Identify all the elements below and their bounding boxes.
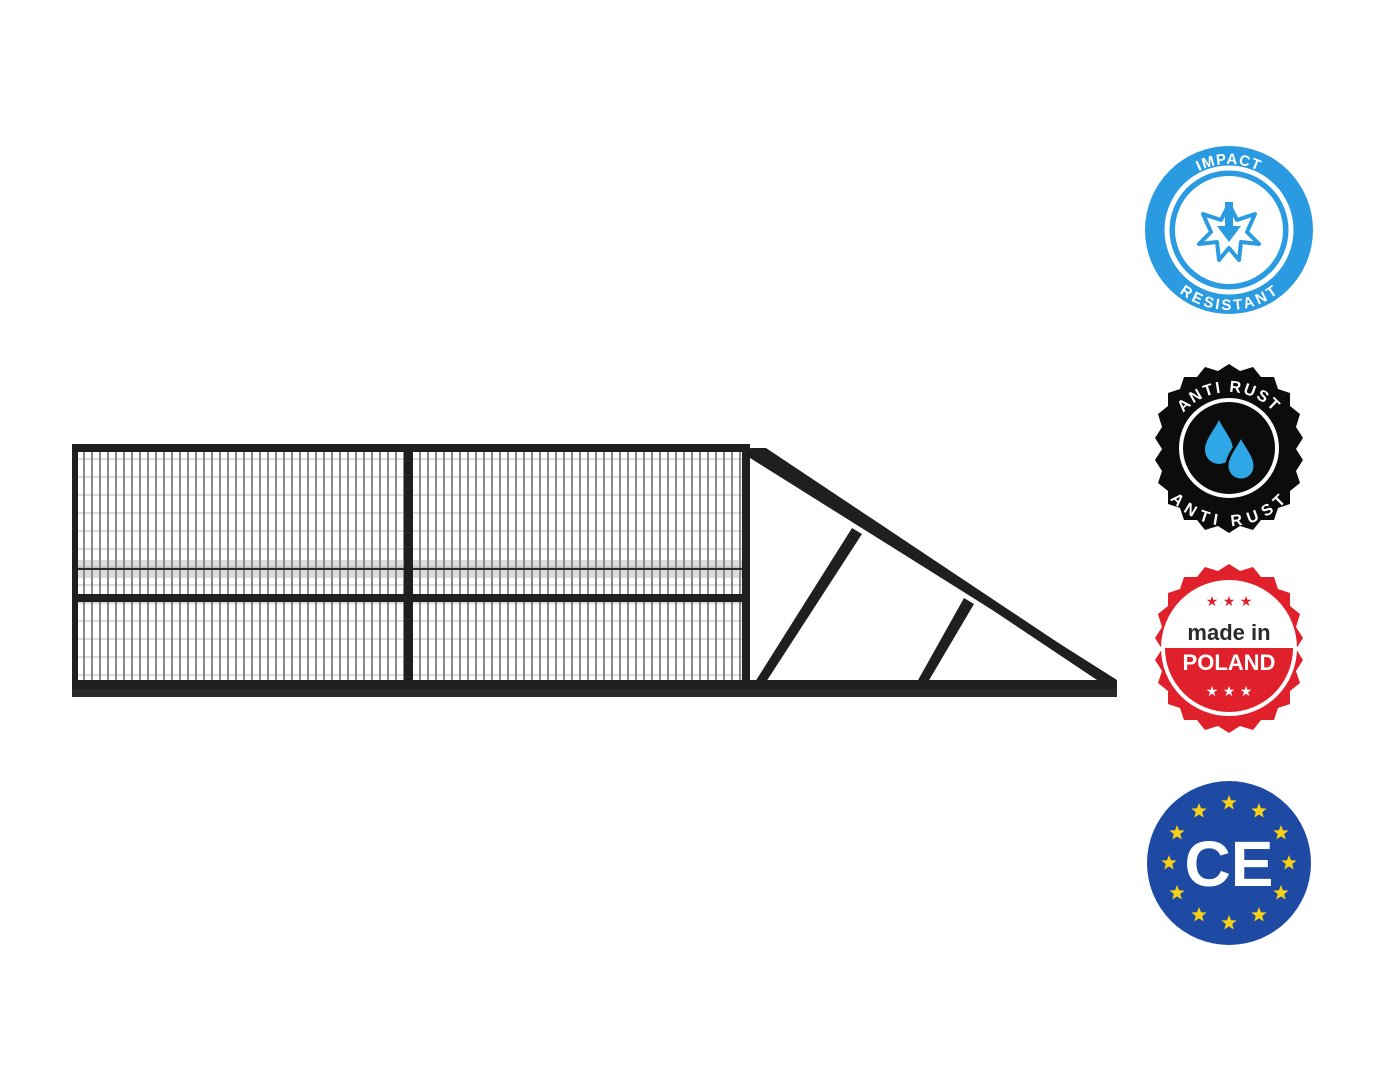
water-drops-icon — [1205, 420, 1257, 482]
eu-star-icon — [1221, 915, 1237, 930]
poland-badge-line2: POLAND — [1183, 650, 1276, 675]
eu-star-icon — [1191, 906, 1207, 922]
anti-rust-badge: ANTI RUST ANTI RUST — [1143, 362, 1315, 534]
eu-star-icon — [1161, 855, 1177, 870]
poland-bottom-stars: ★ ★ ★ — [1206, 684, 1253, 700]
eu-star-icon — [1273, 825, 1289, 840]
ce-mark-badge: CE — [1146, 780, 1312, 946]
eu-star-icon — [1169, 825, 1185, 840]
ce-mark-text: CE — [1185, 828, 1274, 900]
eu-star-icon — [1251, 803, 1267, 818]
eu-stars-ring — [1161, 795, 1297, 930]
poland-top-stars: ★ ★ ★ — [1206, 594, 1253, 610]
eu-star-icon — [1251, 906, 1267, 922]
eu-star-icon — [1191, 803, 1207, 818]
gate-frame — [72, 444, 1117, 697]
eu-star-icon — [1169, 885, 1185, 900]
impact-resistant-badge: IMPACT RESISTANT — [1143, 144, 1315, 316]
impact-star-arrow-icon — [1197, 202, 1261, 262]
eu-star-icon — [1281, 855, 1297, 870]
eu-star-icon — [1273, 885, 1289, 900]
made-in-poland-badge: ★ ★ ★ made in POLAND ★ ★ ★ — [1143, 562, 1315, 734]
svg-text:★ ★ ★: ★ ★ ★ — [1206, 594, 1253, 610]
poland-badge-line1: made in — [1187, 620, 1270, 645]
eu-star-icon — [1221, 795, 1237, 810]
svg-text:★ ★ ★: ★ ★ ★ — [1206, 684, 1253, 700]
